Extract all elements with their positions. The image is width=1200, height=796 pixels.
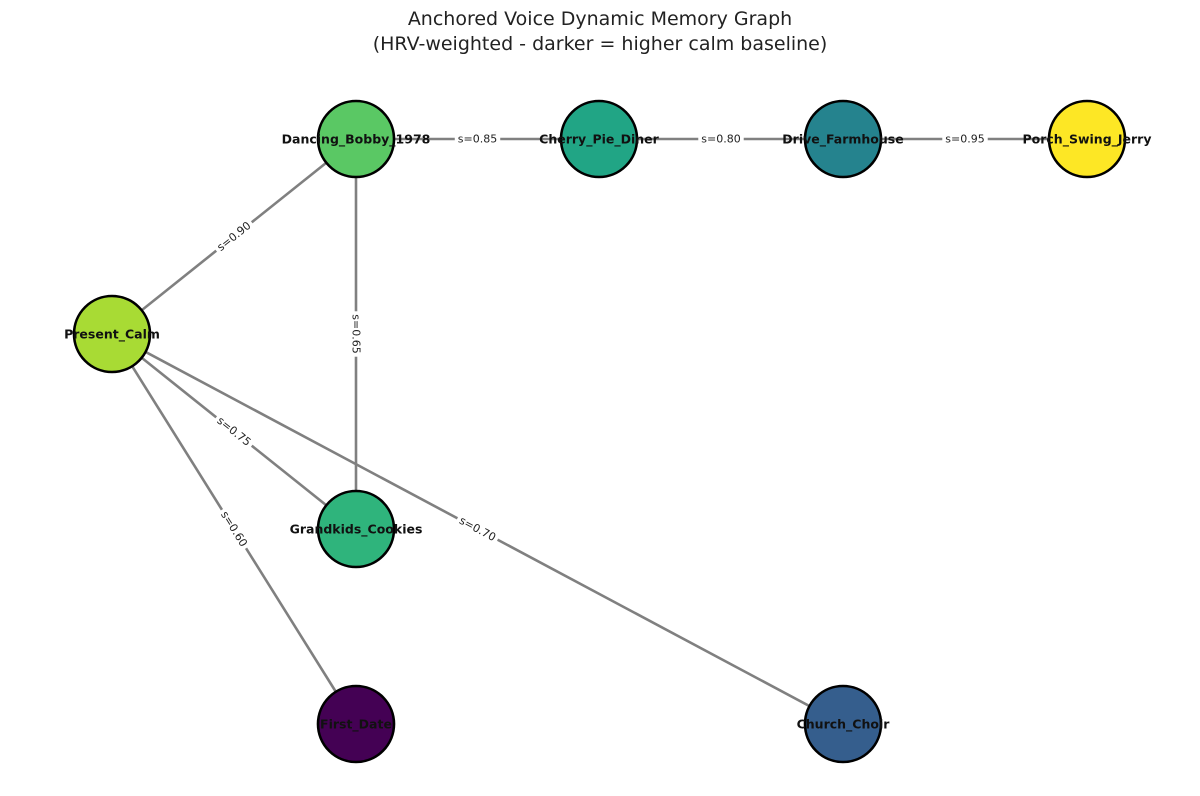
edge-label: s=0.75 [215,414,254,449]
node-label: Present_Calm [64,327,160,343]
edge-label-group: s=0.85 [454,131,501,147]
edge-label-background [453,511,502,547]
edge-label-group: s=0.70 [453,511,502,547]
edge-label: s=0.65 [350,314,363,353]
node-circle[interactable] [316,684,396,764]
edge-label: s=0.85 [458,133,497,146]
nodes-layer: Dancing_Bobby_1978 Cherry_Pie_Diner Drive_… [64,99,1152,764]
node-label: Drive_Farmhouse [782,132,903,148]
node-label: Church_Choir [797,717,891,733]
node-porch-swing-jerry[interactable]: Porch_Swing_Jerry [1022,99,1152,179]
node-circle[interactable] [316,489,396,569]
node-label: Porch_Swing_Jerry [1022,132,1151,148]
edge-label-background [942,131,988,147]
edge-label-group: s=0.80 [698,131,744,147]
node-label: First_Date [320,717,392,733]
diagram-subtitle: (HRV-weighted - darker = higher calm bas… [372,33,828,55]
node-circle[interactable] [559,99,639,179]
node-label: Dancing_Bobby_1978 [282,132,431,148]
node-circle[interactable] [1047,99,1127,179]
edge-label-background [211,216,257,257]
edge-label-group: s=0.90 [211,216,257,257]
edge-label-group: s=0.95 [942,131,988,147]
edge-label-background [215,505,253,553]
edge-label-background [698,131,744,147]
node-label: Grandkids_Cookies [290,522,423,538]
node-label: Cherry_Pie_Diner [539,132,659,148]
edge-label-group: s=0.75 [211,411,257,452]
node-grandkids-cookies[interactable]: Grandkids_Cookies [290,489,423,569]
node-circle[interactable] [316,99,396,179]
node-present-calm[interactable]: Present_Calm [64,294,160,374]
edges-layer [110,137,1087,726]
edge-label-background [454,131,501,147]
node-cherry-pie-diner[interactable]: Cherry_Pie_Diner [539,99,660,179]
node-church-choir[interactable]: Church_Choir [797,684,891,764]
edge-label-group: s=0.60 [215,505,253,553]
edge-labels-layer: s=0.85 s=0.80 s=0.95 s=0.90 s=0.65 s=0.75 s=0.… [211,131,988,553]
edge-label-background [211,411,257,452]
node-drive-farmhouse[interactable]: Drive_Farmhouse [782,99,904,179]
node-circle[interactable] [803,684,883,764]
node-circle[interactable] [72,294,152,374]
diagram-title: Anchored Voice Dynamic Memory Graph [407,8,793,30]
node-dancing-bobby-1978[interactable]: Dancing_Bobby_1978 [282,99,431,179]
edge-label-group: s=0.65 [348,311,364,357]
node-circle[interactable] [803,99,883,179]
edge-label-background [348,311,364,357]
edge-label: s=0.95 [945,133,984,146]
node-first-date[interactable]: First_Date [316,684,396,764]
edge-label: s=0.90 [215,219,254,254]
edge-label: s=0.80 [701,133,740,146]
